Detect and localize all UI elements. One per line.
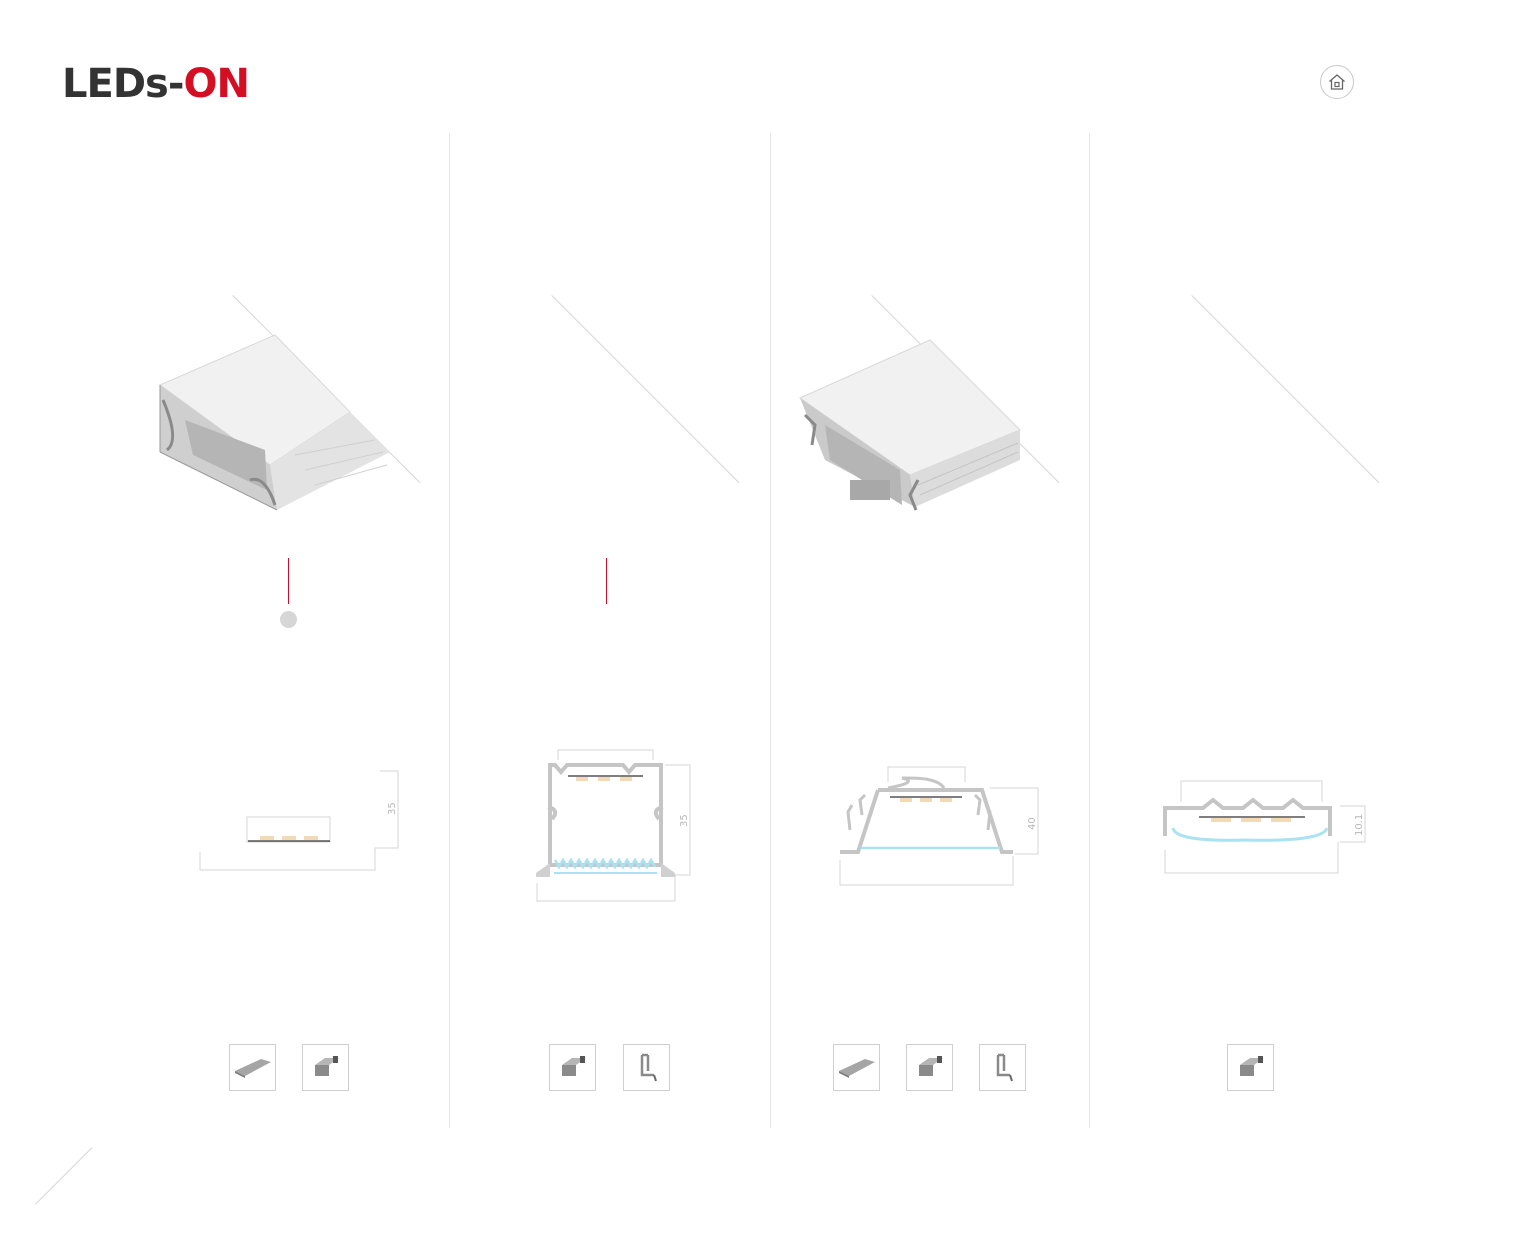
profile-2-cross-section[interactable]: 35 [530, 745, 700, 910]
accessory-mounting-clip[interactable] [623, 1044, 670, 1091]
profile-1-3d-render[interactable] [155, 330, 405, 520]
accessory-end-cap[interactable] [1227, 1044, 1274, 1091]
accessory-end-strip[interactable] [229, 1044, 276, 1091]
column-divider [449, 133, 450, 1128]
corner-diagonal-line [35, 1147, 93, 1205]
slide-dot[interactable] [280, 611, 297, 628]
brand-logo[interactable]: LEDs-ON [62, 58, 250, 110]
logo-text-on: ON [183, 61, 249, 107]
accessory-end-cap[interactable] [549, 1044, 596, 1091]
height-dimension-label: 10.1 [1354, 814, 1365, 836]
profile-4-cross-section[interactable]: 10.1 [1155, 770, 1370, 880]
diagonal-line [551, 295, 740, 484]
column-divider [1089, 133, 1090, 1128]
home-icon [1329, 74, 1345, 90]
profile-1-cross-section[interactable]: 35 [190, 760, 410, 880]
logo-text-leds: LEDs- [62, 61, 184, 107]
height-dimension-label: 35 [679, 814, 690, 827]
active-marker [606, 558, 607, 604]
end-strip-icon [234, 1058, 271, 1078]
accessory-mounting-clip[interactable] [979, 1044, 1026, 1091]
end-cap-icon [561, 1055, 586, 1076]
column-divider [770, 133, 771, 1128]
profile-3-3d-render[interactable] [790, 335, 1030, 520]
accessory-end-cap[interactable] [906, 1044, 953, 1091]
accessory-end-strip[interactable] [833, 1044, 880, 1091]
end-strip-icon [838, 1058, 875, 1078]
height-dimension-label: 40 [1027, 817, 1038, 830]
accessory-end-cap[interactable] [302, 1044, 349, 1091]
end-cap-icon [1239, 1055, 1264, 1076]
height-dimension-label: 35 [387, 802, 398, 815]
end-cap-icon [314, 1055, 339, 1076]
mounting-clip-icon [640, 1053, 657, 1081]
home-button[interactable] [1320, 65, 1354, 99]
end-cap-icon [918, 1055, 943, 1076]
diagonal-line [1191, 295, 1380, 484]
profile-3-cross-section[interactable]: 40 [830, 760, 1055, 895]
mounting-clip-icon [996, 1053, 1013, 1081]
active-marker [288, 558, 289, 604]
